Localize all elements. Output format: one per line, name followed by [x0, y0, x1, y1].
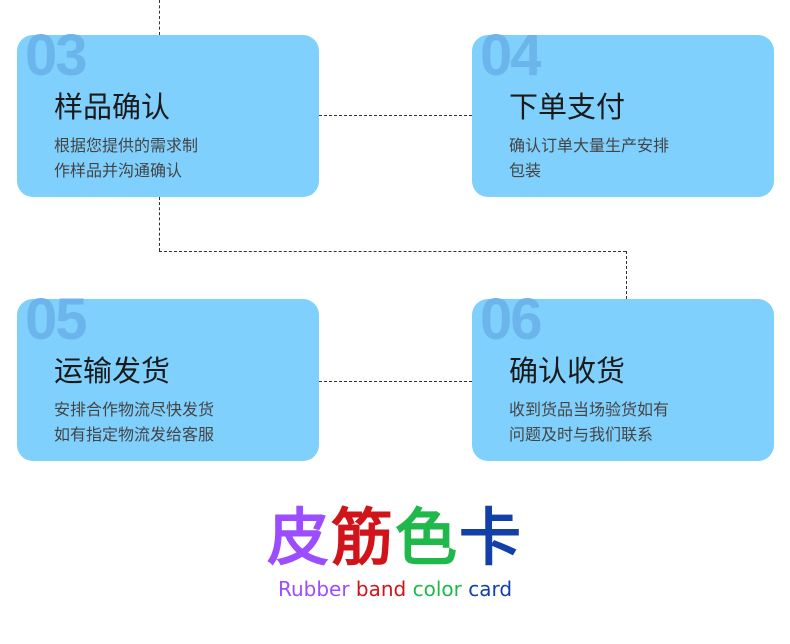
step-description-line: 作样品并沟通确认	[54, 161, 183, 180]
step-description-line: 包装	[509, 161, 542, 180]
step-number: 04	[480, 29, 541, 83]
step-description-line: 根据您提供的需求制	[54, 136, 199, 155]
step-description-line: 安排合作物流尽快发货	[54, 400, 215, 419]
subheading-word: band	[355, 577, 407, 601]
subheading-word: card	[468, 577, 513, 601]
step-number: 06	[480, 293, 541, 347]
step-title: 样品确认	[54, 90, 171, 124]
step-description-line: 如有指定物流发给客服	[54, 425, 215, 444]
step-description-line: 确认订单大量生产安排	[509, 136, 670, 155]
step-card-06: 06 确认收货 收到货品当场验货如有问题及时与我们联系	[472, 293, 774, 461]
connector-line	[319, 115, 472, 116]
step-description: 收到货品当场验货如有问题及时与我们联系	[509, 397, 669, 447]
step-title: 确认收货	[509, 354, 626, 388]
step-description-line: 问题及时与我们联系	[509, 425, 654, 444]
step-description: 根据您提供的需求制作样品并沟通确认	[54, 133, 198, 183]
connector-line	[159, 0, 160, 35]
heading-char: 筋	[330, 501, 395, 574]
step-card-03: 03 样品确认 根据您提供的需求制作样品并沟通确认	[17, 29, 319, 197]
step-number: 05	[25, 293, 86, 347]
step-description: 确认订单大量生产安排包装	[509, 133, 669, 183]
section-subheading: Rubber band color card	[0, 576, 790, 602]
connector-line	[626, 251, 627, 299]
subheading-word: color	[412, 577, 462, 601]
step-description-line: 收到货品当场验货如有	[509, 400, 670, 419]
step-title: 运输发货	[54, 354, 171, 388]
step-card-05: 05 运输发货 安排合作物流尽快发货如有指定物流发给客服	[17, 293, 319, 461]
heading-char: 皮	[266, 501, 331, 574]
connector-line	[159, 197, 160, 251]
heading-char: 色	[395, 501, 460, 574]
step-description: 安排合作物流尽快发货如有指定物流发给客服	[54, 397, 214, 447]
step-card-04: 04 下单支付 确认订单大量生产安排包装	[472, 29, 774, 197]
step-title: 下单支付	[509, 90, 626, 124]
connector-line	[319, 381, 472, 382]
section-heading: 皮筋色卡	[0, 505, 790, 571]
connector-line	[159, 251, 626, 252]
step-number: 03	[25, 29, 86, 83]
heading-char: 卡	[459, 501, 524, 574]
subheading-word: Rubber	[277, 577, 350, 601]
